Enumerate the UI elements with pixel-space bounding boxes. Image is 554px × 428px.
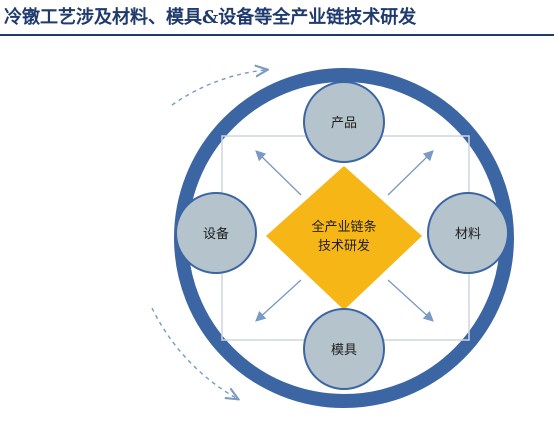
snowball-icon xyxy=(402,402,418,418)
node-label-mold: 模具 xyxy=(331,343,357,358)
core-label-line2: 技术研发 xyxy=(318,238,370,254)
watermark: 雪球：人生如潮 xyxy=(402,401,527,419)
node-label-product: 产品 xyxy=(331,116,357,131)
node-right-material: 材料 xyxy=(427,192,509,274)
node-label-material: 材料 xyxy=(455,227,481,242)
diagonal-arrows xyxy=(255,150,434,322)
rotation-arrow-top xyxy=(171,70,265,106)
node-top-product: 产品 xyxy=(303,81,385,163)
core-diamond xyxy=(266,166,422,310)
page-title: 冷镦工艺涉及材料、模具&设备等全产业链技术研发 xyxy=(4,7,417,28)
title-underline xyxy=(0,34,554,36)
node-bottom-mold: 模具 xyxy=(303,308,385,390)
node-label-equipment: 设备 xyxy=(203,226,229,242)
core-label-line1: 全产业链条 xyxy=(311,219,376,235)
node-left-equipment: 设备 xyxy=(175,192,257,274)
watermark-text: 雪球：人生如潮 xyxy=(422,401,527,419)
